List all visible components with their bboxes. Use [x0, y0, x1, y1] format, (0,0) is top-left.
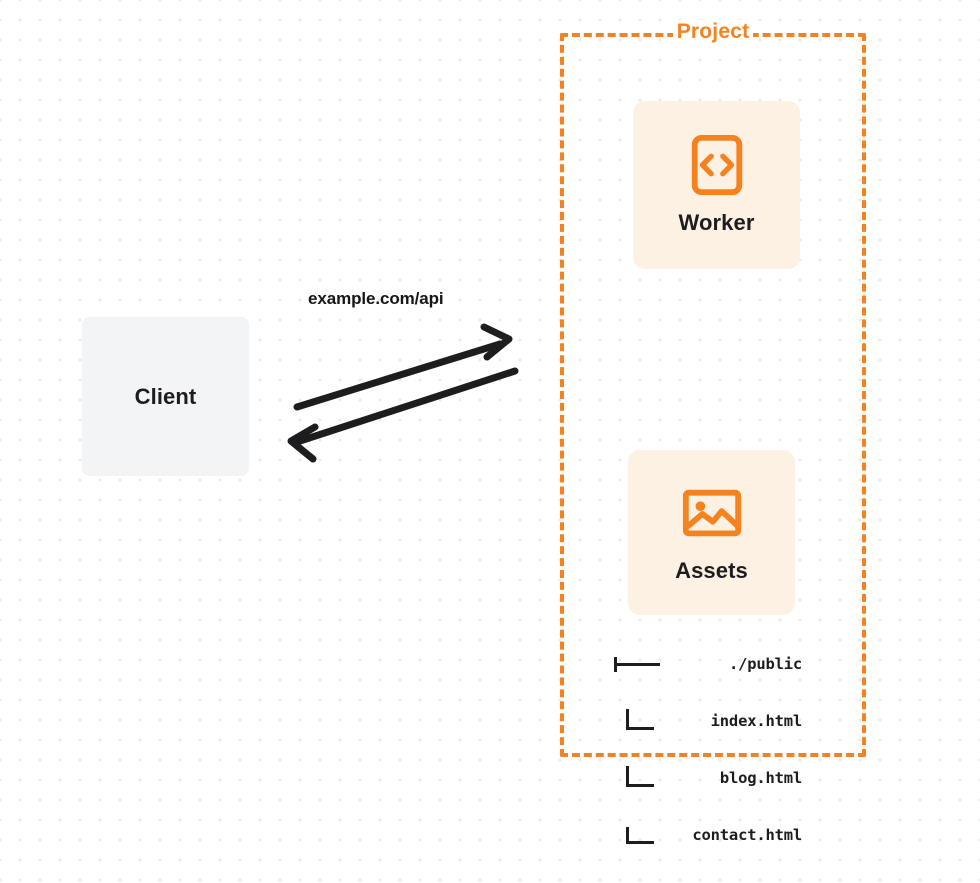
tree-branch-glyph [606, 655, 668, 674]
file-tree-label: blog.html [719, 769, 802, 787]
code-brackets-icon [691, 134, 742, 196]
file-tree-label: ./public [728, 655, 802, 673]
tree-branch-glyph [606, 709, 668, 731]
assets-node-label: Assets [675, 557, 748, 583]
assets-node[interactable]: Assets [628, 450, 795, 615]
tree-branch-glyph [606, 826, 668, 845]
project-group-label: Project [560, 20, 866, 44]
project-group-label-text: Project [672, 20, 754, 43]
worker-node-label: Worker [678, 210, 755, 235]
file-tree-row: blog.html [606, 766, 802, 788]
image-picture-icon [682, 489, 741, 536]
response-arrow [287, 367, 519, 463]
worker-node[interactable]: Worker [633, 101, 800, 269]
file-tree-row: index.html [606, 709, 803, 731]
tree-branch-glyph [606, 766, 668, 788]
client-node-label: Client [134, 383, 197, 409]
file-tree-row: ./public [606, 655, 802, 674]
file-tree-label: contact.html [692, 826, 802, 844]
request-arrow [293, 323, 513, 411]
file-tree-label: index.html [710, 712, 803, 730]
file-tree-row: contact.html [606, 826, 802, 845]
connection-label: example.com/api [308, 289, 444, 308]
assets-file-tree: ./public index.html blog.html contact.ht… [606, 617, 802, 883]
client-node[interactable]: Client [82, 317, 249, 476]
diagram-canvas: Client example.com/api Project Worker [82, 20, 866, 844]
